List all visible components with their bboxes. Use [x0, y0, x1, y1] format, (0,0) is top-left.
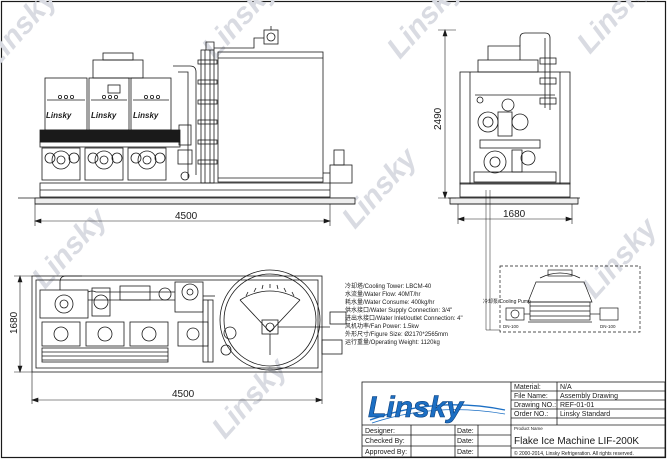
- logo-text: Linsky: [368, 391, 464, 424]
- control-panel: [130, 77, 172, 131]
- tower-connection-lines: [485, 190, 500, 331]
- tower-note-left: DN-100: [503, 324, 519, 329]
- side-height-label: 2490: [433, 107, 444, 130]
- product-name: Flake Ice Machine LIF-200K: [514, 436, 639, 447]
- designer-label: Designer:: [365, 428, 395, 435]
- front-width-label: 4500: [175, 211, 198, 222]
- sign-rows: Designer: Date: Checked By: Date: Approv…: [365, 428, 474, 456]
- spec-line: 水流量/Water Flow: 40MT/hr: [345, 290, 420, 298]
- plan-depth-label: 1680: [9, 311, 20, 334]
- spec-line: 运行重量/Operating Weight: 1120kg: [345, 338, 440, 346]
- file-name-label: File Name:: [514, 393, 548, 400]
- linsky-logo: Linsky: [368, 391, 506, 424]
- side-view: [448, 32, 580, 205]
- evaporator-drum: [219, 269, 321, 371]
- spec-line: 冷却塔/Cooling Tower: LBCM-40: [345, 282, 432, 290]
- spec-line: 供水接口/Water Supply Connection: 3/4": [345, 306, 452, 314]
- cooling-pump-label: 冷却泵/Cooling Pump: [483, 298, 531, 305]
- spec-list: 冷却塔/Cooling Tower: LBCM-40 水流量/Water Flo…: [345, 282, 463, 346]
- spec-line: 风机功率/Fan Power: 1.5kw: [345, 322, 419, 330]
- plan-width-label: 4500: [172, 389, 195, 400]
- spec-line: 进出水接口/Water Inlet/outlet Connection: 4": [345, 314, 463, 322]
- watermark: Linsky: [0, 0, 65, 75]
- side-height-dimension: [438, 29, 456, 199]
- panel-logo: Linsky: [133, 111, 159, 120]
- watermark-layer: Linsky Linsky Linsky Linsky Linsky Linsk…: [0, 0, 665, 445]
- plan-view: [31, 269, 347, 373]
- watermark: Linsky: [571, 0, 660, 60]
- checked-date-label: Date:: [457, 438, 474, 445]
- designer-date-label: Date:: [457, 428, 474, 435]
- approved-date-label: Date:: [457, 449, 474, 456]
- plan-depth-dimension: [14, 275, 32, 373]
- plan-width-dimension: [31, 372, 323, 404]
- drawing-no-label: Drawing NO.:: [514, 402, 556, 409]
- approved-by-label: Approved By:: [365, 449, 407, 456]
- title-block: [361, 381, 666, 458]
- tower-note-right: DN-100: [600, 324, 616, 329]
- front-view: [18, 26, 356, 205]
- watermark: Linsky: [26, 201, 115, 295]
- order-no-value: Linsky Standard: [560, 411, 610, 418]
- watermark: Linsky: [196, 0, 285, 65]
- file-name-value: Assembly Drawing: [560, 393, 618, 400]
- material-label: Material:: [514, 384, 541, 391]
- spec-line: 耗水量/Water Consume: 400kg/hr: [345, 298, 434, 306]
- drawing-no-value: REF-01-01: [560, 402, 594, 409]
- side-depth-dimension: [457, 204, 573, 224]
- watermark: Linsky: [206, 351, 295, 445]
- panel-logo: Linsky: [46, 111, 72, 120]
- cooling-tower: [499, 265, 641, 333]
- side-depth-label: 1680: [503, 209, 526, 220]
- control-panel: [88, 77, 130, 131]
- title-rows: Material: N/A File Name: Assembly Drawin…: [514, 384, 618, 418]
- watermark: Linsky: [336, 141, 425, 235]
- material-value: N/A: [560, 384, 572, 391]
- panel-logo: Linsky: [91, 111, 117, 120]
- copyright-notice: © 2000-2014, Linsky Refrigeration. All r…: [514, 450, 634, 457]
- product-name-caption: Product Name: [514, 426, 543, 431]
- watermark: Linsky: [576, 211, 665, 305]
- spec-line: 外形尺寸/Figure Size: Ø2170*2565mm: [345, 330, 448, 338]
- watermark: Linsky: [381, 0, 470, 65]
- front-width-dimension: [34, 204, 331, 226]
- control-panel: [44, 77, 88, 131]
- checked-by-label: Checked By:: [365, 438, 405, 445]
- ice-storage-tank: [217, 51, 324, 183]
- order-no-label: Order NO.:: [514, 411, 548, 418]
